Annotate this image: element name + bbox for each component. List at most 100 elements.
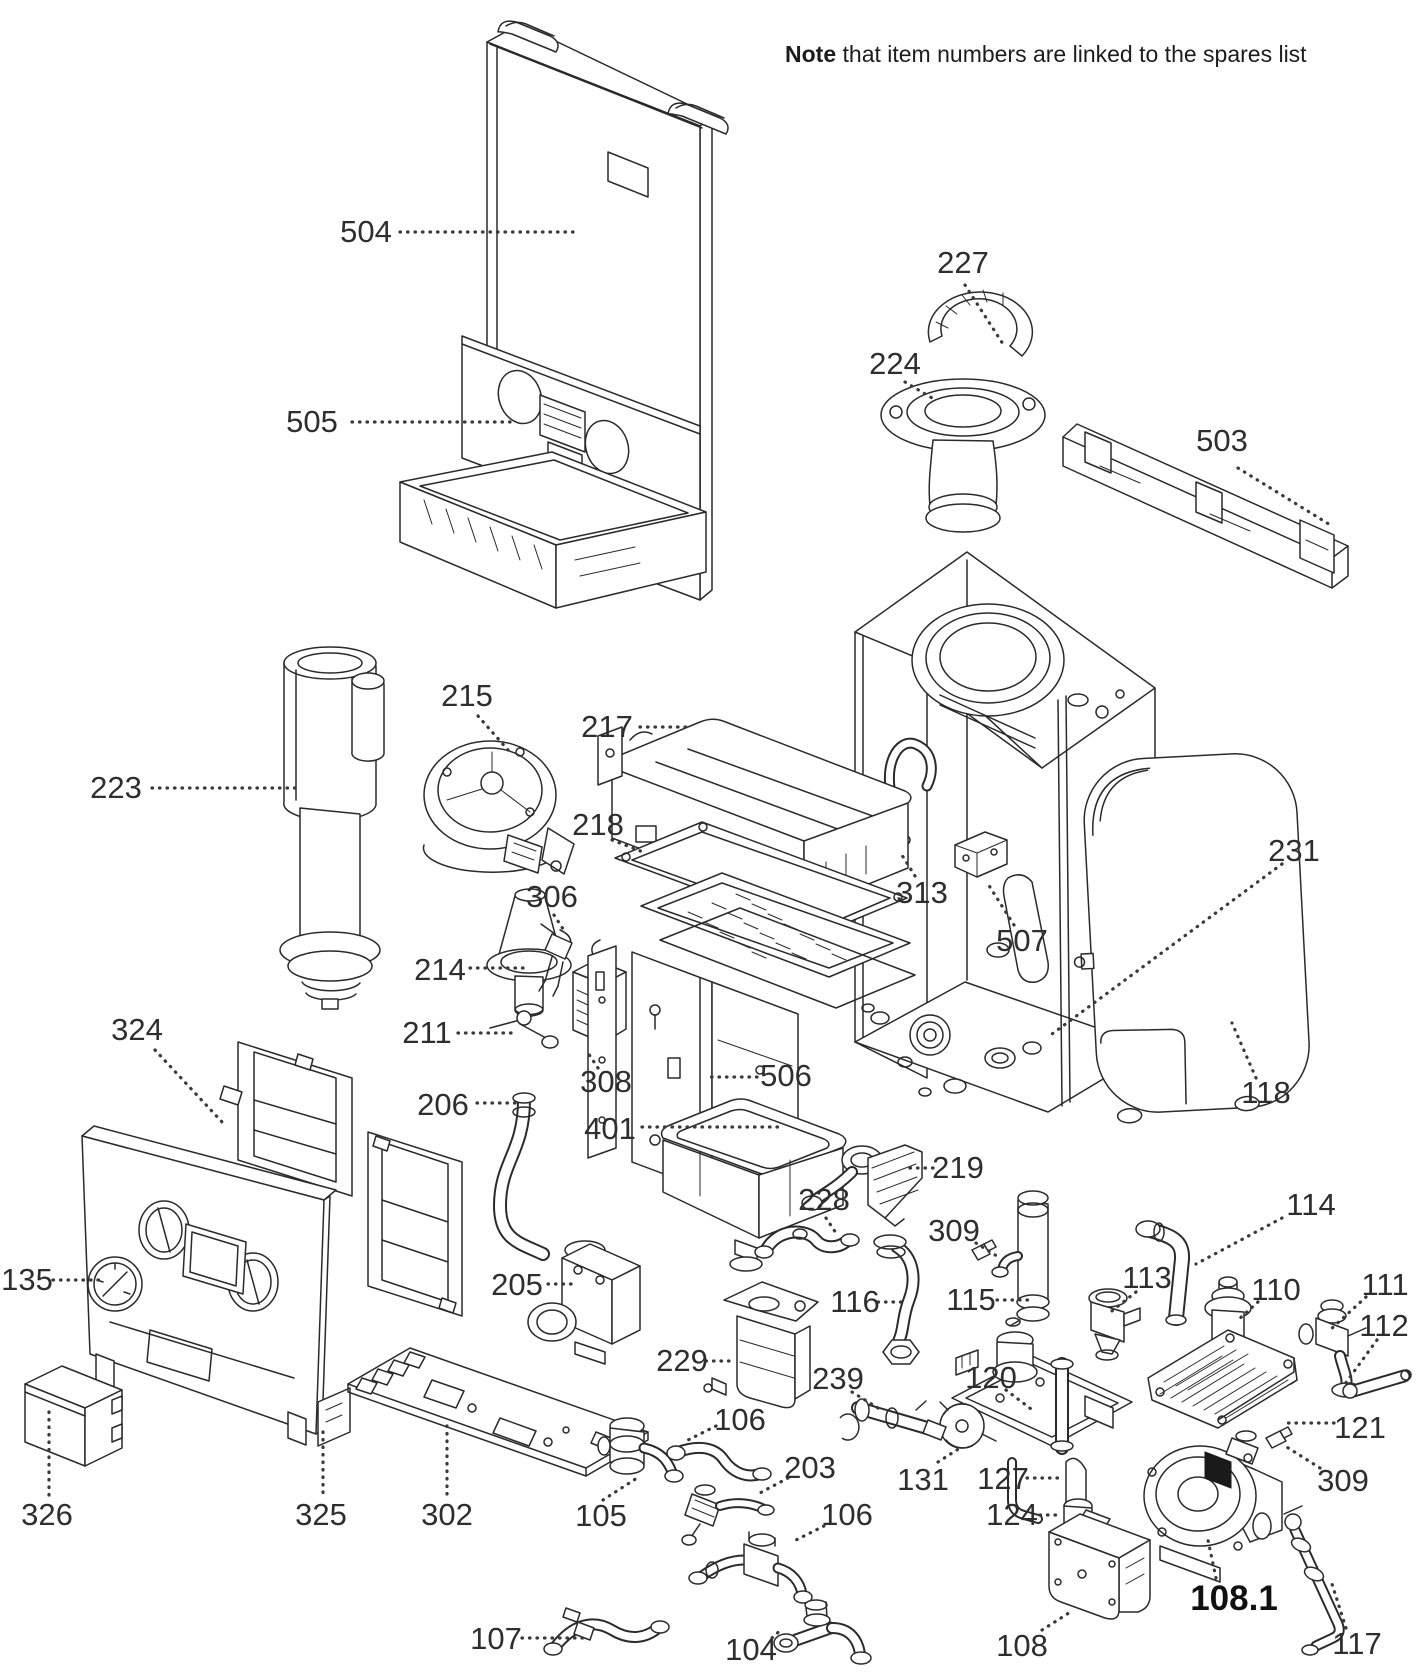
part-223-condensate-trap bbox=[279, 646, 385, 1010]
part-label-214: 214 bbox=[414, 952, 466, 987]
part-label-108: 108 bbox=[996, 1628, 1048, 1663]
part-label-114: 114 bbox=[1286, 1187, 1335, 1222]
part-131-motor bbox=[939, 1401, 997, 1449]
part-label-505: 505 bbox=[286, 404, 338, 439]
part-label-223: 223 bbox=[90, 770, 142, 805]
part-309-sensor-upper bbox=[971, 1239, 997, 1261]
part-label-324: 324 bbox=[111, 1012, 163, 1047]
part-105-valve bbox=[597, 1417, 684, 1483]
part-206-gas-pipe bbox=[493, 1092, 550, 1261]
part-label-104: 104 bbox=[725, 1632, 777, 1667]
part-326-box bbox=[24, 1365, 123, 1467]
leader-309b bbox=[1280, 1442, 1322, 1470]
part-205-gas-valve bbox=[527, 1240, 641, 1365]
part-120-manifold bbox=[951, 1317, 1133, 1524]
part-label-203: 203 bbox=[784, 1450, 836, 1485]
part-label-120: 120 bbox=[965, 1360, 1017, 1395]
part-label-219: 219 bbox=[932, 1150, 984, 1185]
part-117-dip-tube bbox=[1283, 1505, 1345, 1656]
part-label-503: 503 bbox=[1196, 423, 1248, 458]
leader-231 bbox=[1050, 862, 1284, 1036]
note-rest: that item numbers are linked to the spar… bbox=[836, 41, 1307, 67]
part-108-1-pump-head bbox=[1143, 1430, 1283, 1583]
leader-113 bbox=[1106, 1290, 1138, 1316]
part-label-401: 401 bbox=[584, 1111, 636, 1146]
part-118-expansion-vessel bbox=[1073, 753, 1310, 1124]
part-106-pipe-upper bbox=[666, 1441, 772, 1482]
part-114-pipe bbox=[1135, 1220, 1190, 1326]
part-302-pcb bbox=[317, 1347, 649, 1477]
part-label-239: 239 bbox=[812, 1361, 864, 1396]
part-121-plate-heat-exchanger bbox=[1147, 1329, 1298, 1429]
part-224-flue-adapter bbox=[880, 378, 1046, 533]
part-324-frame-panels bbox=[219, 1041, 463, 1317]
part-label-218: 218 bbox=[572, 807, 624, 842]
part-116-hose bbox=[873, 1234, 920, 1365]
part-219-grommet bbox=[867, 1144, 923, 1227]
leader-313 bbox=[898, 850, 917, 878]
part-203-valve bbox=[681, 1484, 775, 1546]
part-label-135: 135 bbox=[1, 1262, 53, 1297]
part-112-lever bbox=[1342, 1369, 1412, 1399]
note-bold: Note bbox=[785, 41, 836, 67]
leader-239 bbox=[850, 1390, 880, 1410]
leader-lines bbox=[47, 230, 1379, 1640]
leader-227 bbox=[963, 283, 1005, 346]
part-label-227: 227 bbox=[937, 245, 989, 280]
part-107-pipe bbox=[543, 1607, 670, 1656]
part-label-108-1: 108.1 bbox=[1190, 1579, 1278, 1618]
part-label-205: 205 bbox=[491, 1267, 543, 1302]
part-label-504: 504 bbox=[340, 214, 392, 249]
part-503-bracket bbox=[1062, 423, 1349, 589]
leader-104 bbox=[770, 1626, 785, 1640]
leader-224 bbox=[903, 380, 934, 400]
part-label-206: 206 bbox=[417, 1087, 469, 1122]
leader-118 bbox=[1230, 1021, 1258, 1080]
leader-112 bbox=[1340, 1338, 1379, 1390]
leader-507 bbox=[986, 882, 1016, 927]
part-label-231: 231 bbox=[1268, 833, 1320, 868]
leader-110 bbox=[1236, 1300, 1260, 1322]
part-401-sump bbox=[660, 1098, 883, 1272]
part-215-fan bbox=[422, 740, 575, 875]
leader-309a bbox=[974, 1241, 1002, 1260]
part-106-valve-lower bbox=[688, 1531, 813, 1604]
part-label-309-upper: 309 bbox=[928, 1213, 980, 1248]
part-burner-deck bbox=[640, 872, 916, 1009]
part-228-pipe bbox=[754, 1225, 860, 1259]
leader-324 bbox=[153, 1048, 224, 1124]
leader-120 bbox=[1004, 1388, 1037, 1414]
part-239-pipe bbox=[839, 1398, 947, 1441]
part-label-107: 107 bbox=[470, 1621, 522, 1656]
part-label-111: 111 bbox=[1361, 1267, 1408, 1302]
leader-503 bbox=[1236, 466, 1334, 528]
part-label-217: 217 bbox=[581, 709, 633, 744]
part-211-clip bbox=[489, 1010, 559, 1049]
part-label-229: 229 bbox=[656, 1343, 708, 1378]
part-label-506: 506 bbox=[760, 1058, 812, 1093]
part-306-electrode bbox=[538, 923, 573, 997]
part-108-pump-motor bbox=[1048, 1509, 1151, 1620]
part-label-118: 118 bbox=[1241, 1075, 1290, 1110]
leader-108 bbox=[1040, 1609, 1074, 1632]
part-104-valve bbox=[773, 1599, 872, 1665]
part-label-106-lower: 106 bbox=[821, 1497, 873, 1532]
note-text: Note that item numbers are linked to the… bbox=[785, 41, 1307, 67]
part-label-112: 112 bbox=[1359, 1308, 1408, 1343]
part-label-127: 127 bbox=[977, 1461, 1029, 1496]
leader-218 bbox=[610, 838, 645, 854]
part-label-105: 105 bbox=[575, 1498, 627, 1533]
part-label-106-upper: 106 bbox=[714, 1402, 766, 1437]
part-label-110: 110 bbox=[1251, 1272, 1300, 1307]
leader-105 bbox=[601, 1476, 639, 1502]
part-111-valve bbox=[1298, 1299, 1367, 1398]
part-227-flue-clamp bbox=[927, 289, 1034, 357]
part-label-507: 507 bbox=[996, 923, 1048, 958]
leader-117 bbox=[1330, 1582, 1348, 1630]
leader-111 bbox=[1328, 1295, 1368, 1332]
part-115-pipe bbox=[991, 1190, 1050, 1322]
part-label-224: 224 bbox=[869, 346, 921, 381]
part-label-116: 116 bbox=[830, 1284, 879, 1319]
